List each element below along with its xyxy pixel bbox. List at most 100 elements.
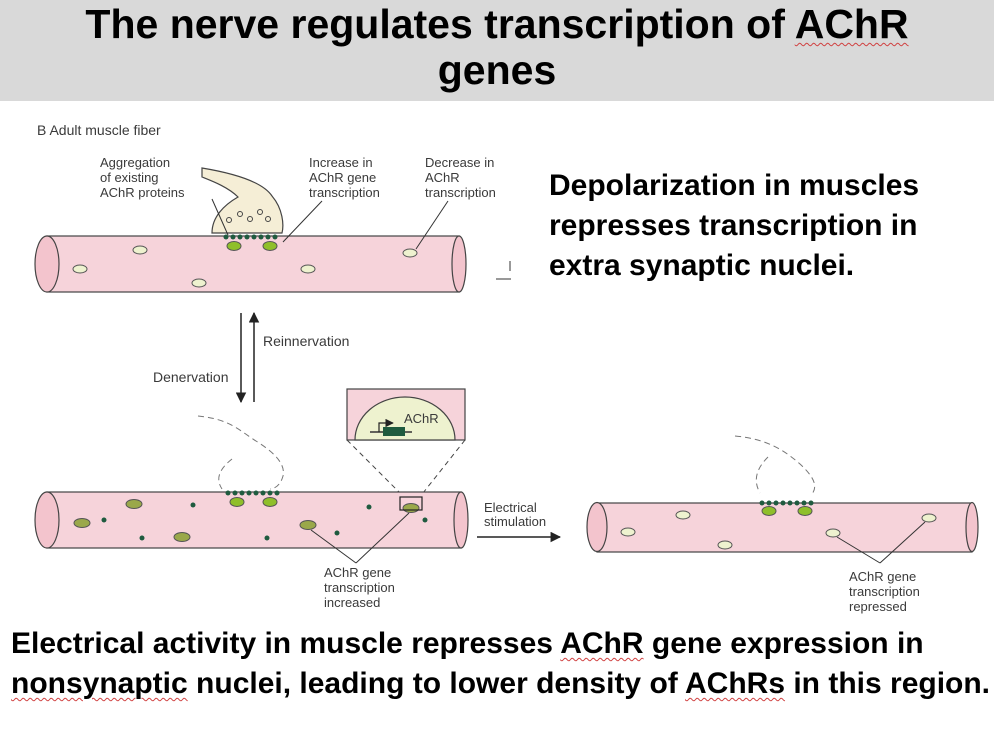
title-line-1: The nerve regulates transcription of ACh…: [0, 4, 994, 45]
fiber-cut-end: [586, 501, 608, 553]
terminal-shape: [201, 167, 284, 234]
leader-line: [415, 200, 449, 250]
innervated-muscle-fiber: [34, 235, 467, 293]
nucleus: [620, 527, 636, 537]
bottom-note-text: nuclei, leading to lower density of: [187, 667, 685, 700]
receptor-dot: [794, 500, 800, 506]
synaptic-nucleus: [229, 497, 245, 507]
nucleus: [402, 248, 418, 258]
retracted-nerve: [218, 458, 233, 490]
retracted-nerve: [197, 415, 284, 490]
label-increase-line: Increase in: [309, 155, 373, 170]
gene-block: [383, 427, 405, 436]
label-decrease-line: AChR: [425, 170, 460, 185]
receptor-dot: [251, 234, 257, 240]
nucleus: [825, 528, 841, 538]
nucleus: [675, 510, 691, 520]
label-repressed-line: repressed: [849, 599, 907, 614]
nucleus: [921, 513, 937, 523]
receptor-dot: [264, 535, 270, 541]
inset-nucleus: [354, 396, 456, 441]
bottom-note-flagged-word: AChRs: [685, 667, 786, 700]
receptor-dot: [272, 234, 278, 240]
receptor-dot: [260, 490, 266, 496]
synaptic-nucleus: [262, 241, 278, 251]
receptor-dot: [780, 500, 786, 506]
fiber-body: [46, 235, 460, 293]
receptor-dot: [101, 517, 107, 523]
bottom-note-text: gene expression in: [643, 627, 924, 660]
label-decrease: Decrease in AChR transcription: [425, 155, 496, 200]
receptor-dot: [190, 502, 196, 508]
active-nucleus: [125, 499, 143, 509]
electrical-label-line: stimulation: [484, 514, 546, 529]
receptor-dot: [139, 535, 145, 541]
label-aggregation-line: of existing: [100, 170, 159, 185]
nucleus: [72, 264, 88, 274]
fiber-body: [596, 502, 973, 553]
active-nucleus: [73, 518, 91, 528]
label-increase: Increase in AChR gene transcription: [309, 155, 380, 200]
receptor-dot: [808, 500, 814, 506]
fiber-end: [965, 501, 979, 553]
label-decrease-line: Decrease in: [425, 155, 494, 170]
receptor-dot: [787, 500, 793, 506]
receptor-dot: [237, 234, 243, 240]
title-text: The nerve regulates transcription of: [85, 1, 795, 47]
leader-line: [282, 200, 323, 243]
receptor-dot: [230, 234, 236, 240]
receptor-cluster: [759, 500, 814, 506]
bottom-note-flagged-word: AChR: [560, 627, 644, 660]
receptor-dot: [239, 490, 245, 496]
retracted-nerve: [734, 435, 816, 495]
nucleus: [132, 245, 148, 255]
receptor-dot: [232, 490, 238, 496]
receptor-dot: [759, 500, 765, 506]
nerve-terminal: [201, 167, 284, 234]
nucleus: [300, 264, 316, 274]
vesicle: [237, 211, 243, 217]
active-nucleus: [402, 503, 420, 513]
receptor-dot: [334, 530, 340, 536]
inset-gene-label: AChR: [404, 411, 439, 426]
fiber-end: [453, 491, 469, 549]
zoom-line: [422, 439, 466, 494]
bottom-note: Electrical activity in muscle represses …: [11, 624, 991, 704]
receptor-dot: [246, 490, 252, 496]
label-aggregation-line: Aggregation: [100, 155, 170, 170]
receptor-dot: [225, 490, 231, 496]
label-decrease-line: transcription: [425, 185, 496, 200]
label-repressed: AChR gene transcription repressed: [849, 569, 920, 614]
label-increased-line: transcription: [324, 580, 395, 595]
vesicle: [265, 216, 271, 222]
receptor-dot: [267, 490, 273, 496]
bottom-note-text: Electrical activity in muscle represses: [11, 627, 561, 660]
fiber-cut-end: [34, 235, 60, 293]
synaptic-nucleus: [797, 506, 813, 516]
side-note: Depolarization in muscles represses tran…: [549, 169, 920, 282]
leader-line: [211, 198, 229, 236]
vesicle: [257, 209, 263, 215]
label-increased: AChR gene transcription increased: [324, 565, 395, 610]
synaptic-nucleus: [761, 506, 777, 516]
fiber-cut-end: [34, 491, 60, 549]
receptor-dot: [801, 500, 807, 506]
bottom-note-flagged-word: nonsynaptic: [11, 667, 188, 700]
title-flagged-word: AChR: [794, 1, 909, 47]
denervation-label: Denervation: [153, 369, 229, 385]
label-aggregation-line: AChR proteins: [100, 185, 185, 200]
zoom-box: [399, 496, 423, 511]
reinnervation-label: Reinnervation: [263, 333, 349, 349]
receptor-dot: [274, 490, 280, 496]
receptor-dot: [766, 500, 772, 506]
active-nucleus: [173, 532, 191, 542]
diagram-figure: B Adult muscle fiber Aggregation of exis…: [34, 122, 979, 614]
receptor-dot: [265, 234, 271, 240]
receptor-dot: [366, 504, 372, 510]
synaptic-nucleus: [226, 241, 242, 251]
vesicle: [226, 217, 232, 223]
bottom-note-text: in this region.: [785, 667, 991, 700]
receptor-cluster: [225, 490, 280, 496]
receptor-dot: [223, 234, 229, 240]
nucleus: [717, 540, 733, 550]
